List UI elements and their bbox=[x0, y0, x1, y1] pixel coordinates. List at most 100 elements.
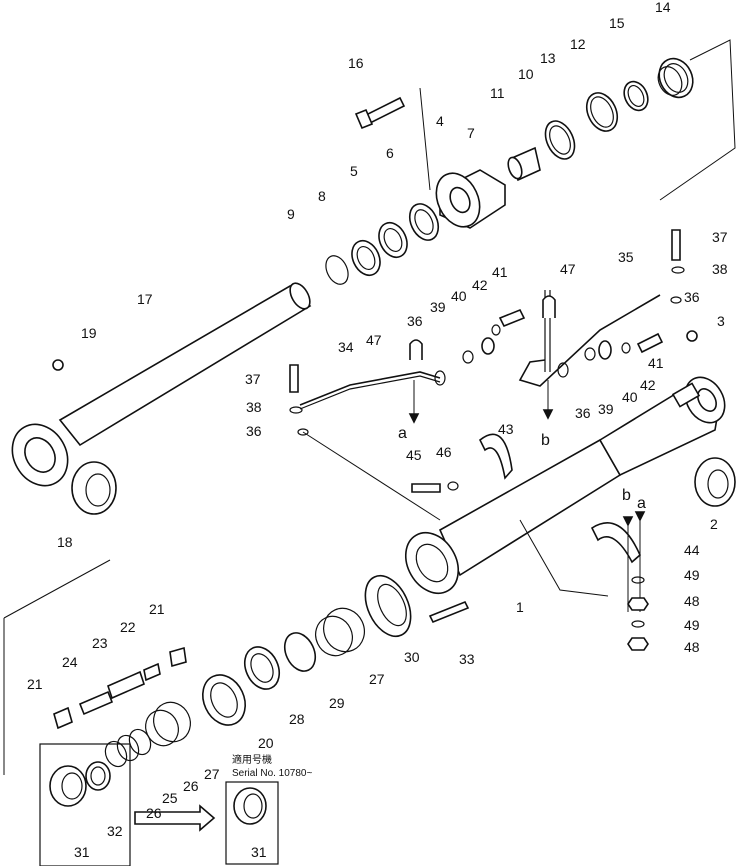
label-36-a: 36 bbox=[407, 313, 423, 329]
serial-note-number: Serial No. 10780~ bbox=[232, 768, 312, 779]
label-27-upper: 27 bbox=[369, 671, 385, 687]
dust-seal-32 bbox=[85, 761, 111, 791]
washer-42-upper bbox=[491, 324, 501, 336]
grease-fitting-3 bbox=[686, 330, 698, 342]
plug-21-lower bbox=[53, 706, 73, 730]
bolt-41-lower bbox=[636, 332, 664, 354]
label-19: 19 bbox=[81, 325, 97, 341]
label-40-b: 40 bbox=[622, 389, 638, 405]
label-20: 20 bbox=[258, 735, 274, 751]
bushing-18 bbox=[71, 461, 117, 515]
ring-11 bbox=[544, 120, 576, 160]
label-23: 23 bbox=[92, 635, 108, 651]
wear-ring-29 bbox=[283, 632, 317, 672]
ring-15 bbox=[623, 80, 649, 112]
label-12: 12 bbox=[570, 36, 586, 52]
label-42-a: 42 bbox=[472, 277, 488, 293]
bolt-41-upper bbox=[498, 308, 526, 328]
grease-fitting-19 bbox=[52, 359, 64, 371]
nut-48-lower bbox=[627, 637, 649, 651]
ring-26-upper bbox=[128, 728, 152, 756]
ring-12 bbox=[585, 92, 619, 132]
ring-27-upper bbox=[323, 607, 365, 653]
label-47-b: 47 bbox=[560, 261, 576, 277]
ring-25 bbox=[116, 734, 140, 762]
washer-38-upper bbox=[671, 266, 685, 274]
assembly-frame-line bbox=[659, 39, 736, 201]
ref-letter-a-top: a bbox=[398, 425, 407, 442]
cylinder-tube-1 bbox=[404, 376, 726, 594]
o-ring-36-a bbox=[297, 428, 309, 436]
label-37-upper: 37 bbox=[712, 229, 728, 245]
label-44: 44 bbox=[684, 542, 700, 558]
label-49-upper: 49 bbox=[684, 567, 700, 583]
ring-28 bbox=[243, 646, 281, 690]
valve-24 bbox=[78, 690, 114, 716]
pipe-35 bbox=[518, 294, 661, 387]
piston-frame-line bbox=[3, 559, 111, 619]
bolt-45 bbox=[411, 483, 441, 493]
label-16: 16 bbox=[348, 55, 364, 71]
label-43: 43 bbox=[498, 421, 514, 437]
label-21-lower: 21 bbox=[27, 676, 43, 692]
bolt-16 bbox=[354, 96, 406, 130]
ref-letter-b-top: b bbox=[541, 432, 550, 449]
label-48-lower: 48 bbox=[684, 639, 700, 655]
bushing-31-new bbox=[233, 787, 267, 825]
label-29: 29 bbox=[329, 695, 345, 711]
label-24: 24 bbox=[62, 654, 78, 670]
replacement-arrow bbox=[134, 804, 216, 832]
pipe-34 bbox=[299, 371, 441, 406]
plunger-22 bbox=[143, 662, 161, 682]
label-13: 13 bbox=[540, 50, 556, 66]
piston-30 bbox=[364, 574, 412, 638]
u-bolt-47-left bbox=[409, 339, 423, 360]
label-18: 18 bbox=[57, 534, 73, 550]
label-26-lower: 26 bbox=[146, 805, 162, 821]
bolt-37-lower bbox=[289, 364, 299, 393]
label-32: 32 bbox=[107, 823, 123, 839]
screw-33 bbox=[428, 600, 470, 624]
label-22: 22 bbox=[120, 619, 136, 635]
clamp-39-upper bbox=[462, 350, 474, 364]
washer-42-lower bbox=[621, 342, 631, 354]
label-35: 35 bbox=[618, 249, 634, 265]
bolt-37-upper bbox=[671, 229, 681, 261]
piston-rod-17 bbox=[11, 282, 312, 487]
clamp-40-upper bbox=[481, 337, 495, 355]
label-49-lower: 49 bbox=[684, 617, 700, 633]
label-48-upper: 48 bbox=[684, 593, 700, 609]
washer-38-lower bbox=[289, 406, 303, 414]
label-46: 46 bbox=[436, 444, 452, 460]
bushing-31-new-box bbox=[225, 781, 279, 865]
assembly-frame-line bbox=[419, 87, 431, 191]
cylinder-head-4 bbox=[435, 169, 506, 229]
label-28: 28 bbox=[289, 711, 305, 727]
label-33: 33 bbox=[459, 651, 475, 667]
label-41-a: 41 bbox=[492, 264, 508, 280]
label-36-b: 36 bbox=[246, 423, 262, 439]
label-39-a: 39 bbox=[430, 299, 446, 315]
label-17: 17 bbox=[137, 291, 153, 307]
o-ring-9 bbox=[325, 255, 349, 285]
ring-26-lower bbox=[104, 740, 128, 768]
label-31-new: 31 bbox=[251, 844, 267, 860]
bushing-7 bbox=[507, 146, 541, 182]
bushing-31-box bbox=[39, 743, 131, 866]
label-40-a: 40 bbox=[451, 288, 467, 304]
o-ring-36-b bbox=[670, 296, 682, 304]
label-3: 3 bbox=[717, 313, 725, 329]
clamp-40-lower bbox=[598, 340, 612, 360]
label-36-d: 36 bbox=[575, 405, 591, 421]
label-2: 2 bbox=[710, 516, 718, 532]
label-45: 45 bbox=[406, 447, 422, 463]
label-7: 7 bbox=[467, 125, 475, 141]
label-34: 34 bbox=[338, 339, 354, 355]
label-4: 4 bbox=[436, 113, 444, 129]
label-47-a: 47 bbox=[366, 332, 382, 348]
serial-note-title: 適用号機 bbox=[232, 753, 272, 766]
spring-23 bbox=[107, 670, 145, 700]
label-6: 6 bbox=[386, 145, 394, 161]
label-27-lower: 27 bbox=[204, 766, 220, 782]
